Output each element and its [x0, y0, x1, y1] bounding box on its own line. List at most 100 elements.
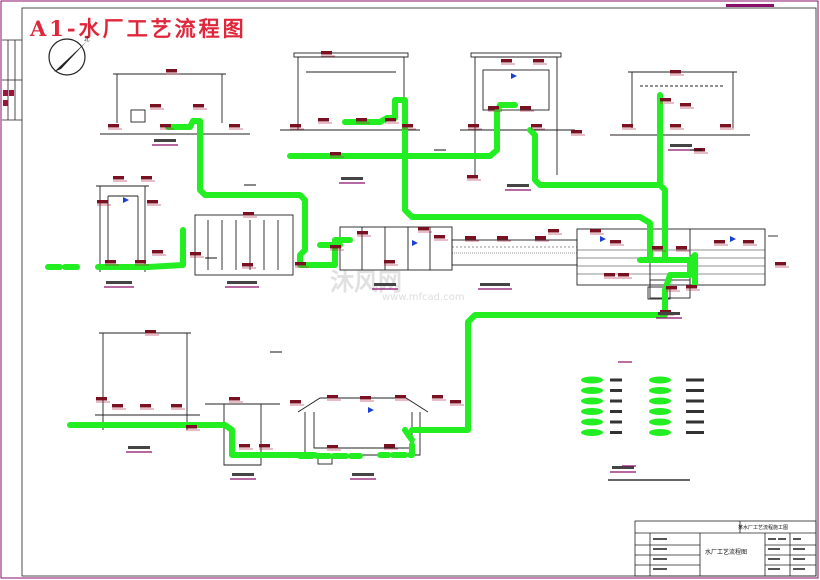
legend-symbol	[581, 418, 603, 426]
structure-top-right	[460, 52, 575, 175]
level-tag	[259, 444, 270, 448]
unit-label-text	[106, 281, 132, 284]
level-tag	[96, 397, 107, 401]
level-tag	[97, 200, 108, 204]
structure-top-middle	[280, 52, 420, 131]
level-tag	[434, 235, 445, 239]
inner-frame	[21, 7, 817, 577]
level-tag	[229, 124, 240, 128]
legend-symbol	[649, 387, 671, 394]
level-tag	[686, 285, 697, 289]
level-tag	[610, 240, 621, 244]
level-tag	[533, 59, 544, 63]
level-tag	[186, 425, 197, 429]
structure-small-box	[647, 286, 671, 300]
unit-label-text	[507, 184, 529, 187]
legend-symbol	[649, 429, 671, 436]
direction-arrows	[205, 149, 702, 353]
legend-text	[686, 399, 704, 403]
legend-symbol	[581, 408, 603, 415]
unit-label-text	[612, 466, 634, 469]
level-tag	[321, 51, 332, 55]
level-tag	[571, 130, 582, 134]
left-margin-stamp	[2, 39, 22, 121]
level-tag	[720, 124, 731, 128]
level-tag	[622, 124, 633, 128]
title-block	[634, 520, 817, 577]
level-tag	[327, 445, 338, 449]
north-arrow-icon: 北	[48, 35, 90, 76]
level-tag	[676, 246, 687, 250]
legend-text	[610, 420, 622, 424]
structure-lower-left	[95, 332, 200, 430]
level-tag	[497, 236, 508, 240]
level-tag	[670, 124, 681, 128]
level-tag	[108, 124, 119, 128]
level-tag	[150, 104, 161, 108]
legend-symbol	[581, 429, 603, 436]
legend-text	[686, 431, 704, 434]
legend-text	[686, 389, 704, 392]
level-tags	[96, 51, 789, 451]
unit-label-text	[154, 139, 176, 142]
level-tag	[465, 236, 476, 240]
legend-symbol	[581, 397, 603, 405]
level-tag	[290, 124, 301, 128]
legend-symbol	[649, 408, 671, 415]
structure-sedimentation	[194, 214, 294, 276]
level-tag	[190, 252, 201, 256]
level-tag	[171, 404, 182, 408]
level-tag	[666, 286, 677, 290]
level-tag	[450, 400, 461, 404]
unit-labels	[104, 139, 694, 480]
legend-text	[610, 399, 622, 403]
level-tag	[467, 175, 478, 179]
structure-left-tank	[96, 185, 149, 272]
level-tag	[535, 236, 546, 240]
level-tag	[384, 260, 395, 264]
level-tag	[135, 260, 146, 264]
level-tag	[229, 397, 240, 401]
level-tag	[356, 118, 367, 122]
unit-label-text	[670, 144, 692, 147]
level-tag	[141, 176, 152, 180]
title-block-title: 水厂工艺流程图	[705, 549, 748, 556]
structure-pump-pit	[205, 403, 280, 466]
level-tag	[385, 118, 396, 122]
level-tag	[152, 250, 163, 254]
level-tag	[680, 103, 691, 107]
level-tag	[243, 212, 254, 216]
level-tag	[193, 104, 204, 108]
unit-label-text	[232, 473, 254, 476]
legend-text	[686, 378, 704, 382]
level-tag	[290, 400, 301, 404]
structure-far-top-right	[610, 71, 750, 136]
level-tag	[714, 240, 725, 244]
level-tag	[670, 70, 681, 74]
level-tag	[140, 404, 151, 408]
level-tag	[112, 404, 123, 408]
level-tag	[295, 262, 306, 266]
level-tag	[239, 444, 250, 448]
legend-symbol	[649, 418, 671, 426]
level-tag	[520, 106, 531, 110]
flow-arrows	[123, 73, 736, 413]
level-tag	[660, 98, 671, 102]
notes	[608, 465, 690, 481]
watermark: 沐风网	[330, 268, 402, 296]
level-tag	[468, 124, 479, 128]
level-tag	[330, 152, 341, 156]
structure-filters	[339, 226, 578, 271]
svg-text:北: 北	[84, 35, 90, 43]
level-tag	[318, 118, 329, 122]
level-tag	[166, 69, 177, 73]
level-tag	[145, 330, 156, 334]
legend-text	[610, 431, 622, 434]
level-tag	[660, 310, 671, 314]
level-tag	[775, 262, 786, 266]
level-tag	[590, 229, 601, 233]
legend-text	[686, 410, 704, 413]
legend-text	[610, 389, 622, 392]
legend-text	[686, 420, 704, 424]
